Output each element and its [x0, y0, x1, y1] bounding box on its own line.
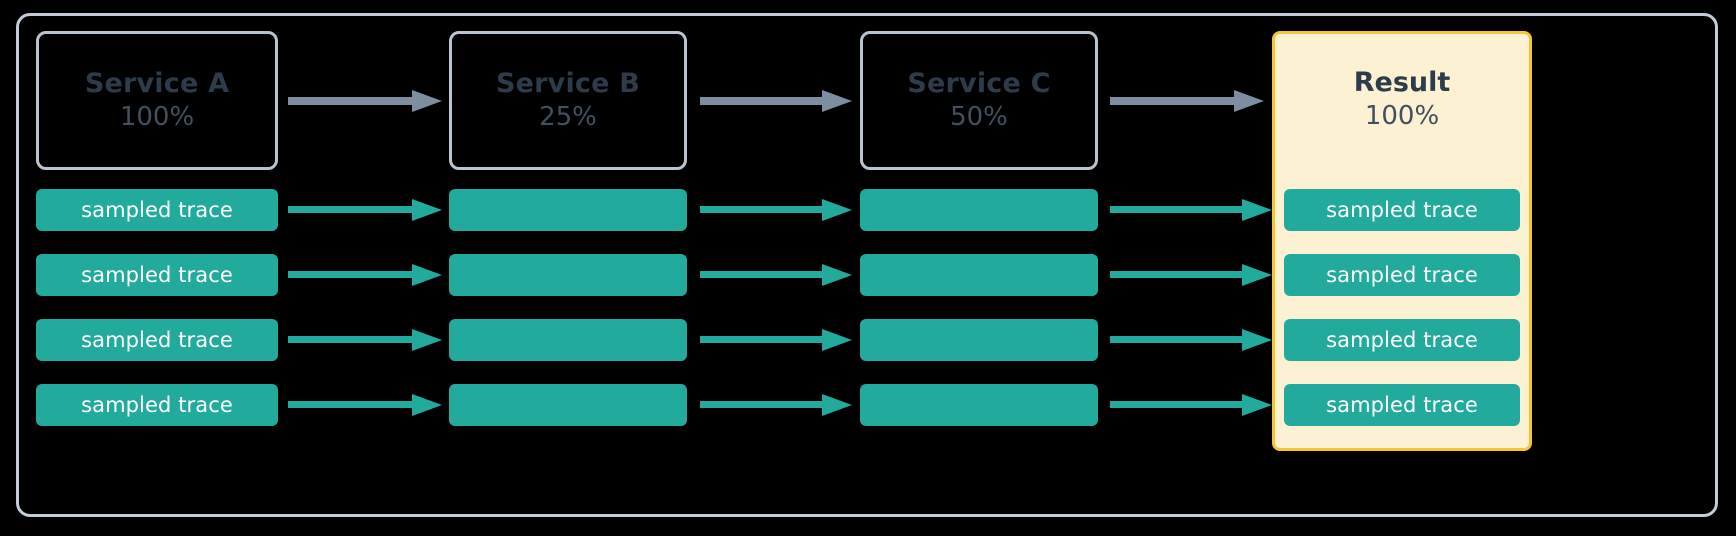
- arrow-right-icon-trace-row-2-gap-3: [1110, 264, 1272, 286]
- result-panel[interactable]: Result 100%: [1272, 31, 1532, 451]
- arrow-right-icon-trace-row-2-gap-2: [700, 264, 852, 286]
- trace-label: sampled trace: [81, 393, 233, 417]
- service-percent-service-c: 50%: [950, 101, 1008, 132]
- trace-bar-service-c-row-3[interactable]: [860, 319, 1098, 361]
- trace-bar-service-b-row-1[interactable]: [449, 189, 687, 231]
- service-box-service-b[interactable]: Service B 25%: [449, 31, 687, 170]
- result-title: Result: [1353, 67, 1451, 99]
- arrow-right-icon-trace-row-1-gap-2: [700, 199, 852, 221]
- arrow-right-icon-trace-row-2-gap-1: [288, 264, 442, 286]
- arrow-right-icon-trace-row-4-gap-2: [700, 394, 852, 416]
- service-box-service-c[interactable]: Service C 50%: [860, 31, 1098, 170]
- trace-label: sampled trace: [1326, 198, 1478, 222]
- trace-bar-service-b-row-4[interactable]: [449, 384, 687, 426]
- trace-bar-service-c-row-1[interactable]: [860, 189, 1098, 231]
- trace-bar-result-row-3[interactable]: sampled trace: [1284, 319, 1520, 361]
- service-percent-service-b: 25%: [539, 101, 597, 132]
- trace-bar-result-row-2[interactable]: sampled trace: [1284, 254, 1520, 296]
- arrow-right-icon-c-to-result: [1110, 89, 1264, 113]
- trace-bar-service-c-row-2[interactable]: [860, 254, 1098, 296]
- trace-label: sampled trace: [1326, 263, 1478, 287]
- trace-bar-result-row-4[interactable]: sampled trace: [1284, 384, 1520, 426]
- service-box-service-a[interactable]: Service A 100%: [36, 31, 278, 170]
- trace-bar-service-c-row-4[interactable]: [860, 384, 1098, 426]
- trace-bar-result-row-1[interactable]: sampled trace: [1284, 189, 1520, 231]
- diagram-outer-frame: [16, 13, 1718, 517]
- trace-bar-service-b-row-2[interactable]: [449, 254, 687, 296]
- arrow-right-icon-trace-row-3-gap-1: [288, 329, 442, 351]
- trace-bar-service-a-row-4[interactable]: sampled trace: [36, 384, 278, 426]
- arrow-right-icon-b-to-c: [700, 89, 852, 113]
- arrow-right-icon-trace-row-3-gap-2: [700, 329, 852, 351]
- trace-bar-service-a-row-2[interactable]: sampled trace: [36, 254, 278, 296]
- arrow-right-icon-trace-row-1-gap-1: [288, 199, 442, 221]
- trace-bar-service-a-row-3[interactable]: sampled trace: [36, 319, 278, 361]
- trace-label: sampled trace: [81, 198, 233, 222]
- result-header: Result 100%: [1275, 34, 1529, 166]
- arrow-right-icon-a-to-b: [288, 89, 442, 113]
- trace-label: sampled trace: [1326, 328, 1478, 352]
- service-title-service-c: Service C: [907, 67, 1051, 99]
- arrow-right-icon-trace-row-4-gap-3: [1110, 394, 1272, 416]
- trace-label: sampled trace: [81, 263, 233, 287]
- arrow-right-icon-trace-row-3-gap-3: [1110, 329, 1272, 351]
- arrow-right-icon-trace-row-1-gap-3: [1110, 199, 1272, 221]
- service-title-service-b: Service B: [495, 67, 641, 99]
- trace-bar-service-b-row-3[interactable]: [449, 319, 687, 361]
- arrow-right-icon-trace-row-4-gap-1: [288, 394, 442, 416]
- trace-label: sampled trace: [81, 328, 233, 352]
- trace-bar-service-a-row-1[interactable]: sampled trace: [36, 189, 278, 231]
- service-title-service-a: Service A: [84, 67, 230, 99]
- trace-label: sampled trace: [1326, 393, 1478, 417]
- service-percent-service-a: 100%: [119, 101, 195, 132]
- result-percent: 100%: [1364, 101, 1440, 132]
